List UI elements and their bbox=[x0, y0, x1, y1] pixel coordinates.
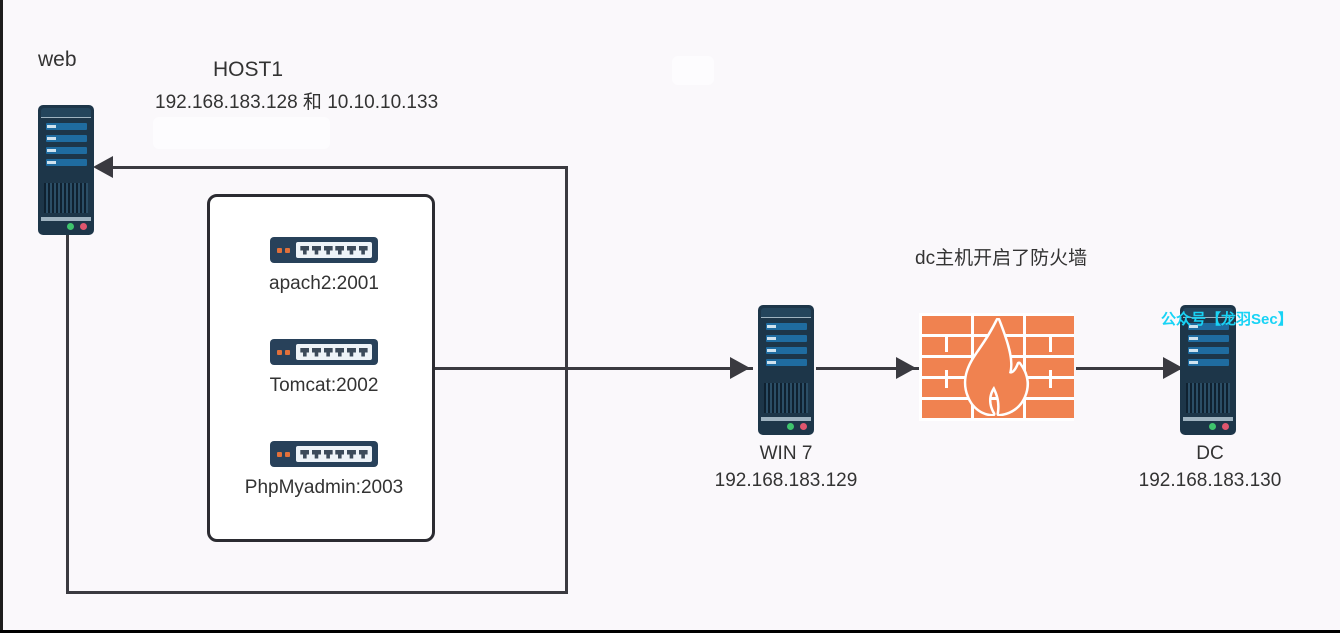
service-label-tomcat: Tomcat:2002 bbox=[269, 375, 379, 396]
server-vent bbox=[44, 183, 88, 213]
led-red-icon bbox=[1222, 423, 1229, 430]
firewall-note-label: dc主机开启了防火墙 bbox=[915, 248, 1088, 269]
win7-ip-label: 192.168.183.129 bbox=[714, 470, 858, 491]
return-line-to-web bbox=[112, 166, 568, 169]
server-icon-win7[interactable] bbox=[758, 305, 814, 435]
server-top-bezel bbox=[41, 108, 91, 118]
led-green-icon bbox=[1209, 423, 1216, 430]
loop-line-right-vertical bbox=[565, 166, 568, 594]
server-vent bbox=[1186, 383, 1230, 413]
line-win7-to-firewall bbox=[816, 367, 921, 370]
service-label-phpmyadmin: PhpMyadmin:2003 bbox=[244, 477, 404, 498]
switch-icon-phpmyadmin[interactable] bbox=[270, 441, 378, 467]
led-red-icon bbox=[80, 223, 87, 230]
watermark-text: 公众号【龙羽Sec】 bbox=[1161, 311, 1293, 328]
switch-leds-icon bbox=[277, 350, 290, 355]
switch-leds-icon bbox=[277, 248, 290, 253]
switch-ports-icon bbox=[296, 446, 372, 462]
switch-ports-icon bbox=[296, 344, 372, 360]
web-node-label: web bbox=[38, 48, 77, 71]
host1-title-label: HOST1 bbox=[213, 58, 284, 81]
server-base-strip bbox=[41, 217, 91, 221]
services-group-box: apach2:2001 Tomcat:2002 PhpMyadmin:2003 bbox=[207, 194, 435, 542]
led-green-icon bbox=[67, 223, 74, 230]
frame-left-edge bbox=[0, 0, 3, 630]
loop-line-bottom-horizontal bbox=[66, 591, 568, 594]
server-drive-bays bbox=[766, 323, 807, 375]
service-label-apache: apach2:2001 bbox=[269, 273, 379, 294]
server-drive-bays bbox=[46, 123, 87, 175]
server-base-strip bbox=[1183, 417, 1233, 421]
arrow-into-web bbox=[93, 156, 113, 178]
led-red-icon bbox=[800, 423, 807, 430]
dc-node-label: DC bbox=[1196, 443, 1224, 464]
host1-ip-label: 192.168.183.128 和 10.10.10.133 bbox=[155, 92, 439, 113]
switch-leds-icon bbox=[277, 452, 290, 457]
server-top-bezel bbox=[1183, 308, 1233, 318]
win7-node-label: WIN 7 bbox=[759, 443, 813, 464]
dc-ip-label: 192.168.183.130 bbox=[1138, 470, 1282, 491]
line-services-to-win7 bbox=[435, 367, 753, 370]
server-drive-bays bbox=[1188, 323, 1229, 375]
firewall-icon[interactable] bbox=[919, 313, 1100, 421]
server-top-bezel bbox=[761, 308, 811, 318]
server-icon-web[interactable] bbox=[38, 105, 94, 235]
redaction-top bbox=[672, 56, 714, 85]
server-icon-dc[interactable] bbox=[1180, 305, 1236, 435]
line-firewall-to-dc bbox=[1076, 367, 1186, 370]
switch-icon-tomcat[interactable] bbox=[270, 339, 378, 365]
arrow-into-dc bbox=[1163, 357, 1183, 379]
arrow-into-firewall bbox=[896, 357, 916, 379]
server-base-strip bbox=[761, 417, 811, 421]
redaction-host1 bbox=[153, 117, 330, 149]
firewall-flame-icon bbox=[963, 318, 1029, 416]
arrow-into-win7 bbox=[730, 357, 750, 379]
led-green-icon bbox=[787, 423, 794, 430]
loop-line-left-vertical bbox=[66, 230, 69, 594]
switch-icon-apache[interactable] bbox=[270, 237, 378, 263]
switch-ports-icon bbox=[296, 242, 372, 258]
server-vent bbox=[764, 383, 808, 413]
